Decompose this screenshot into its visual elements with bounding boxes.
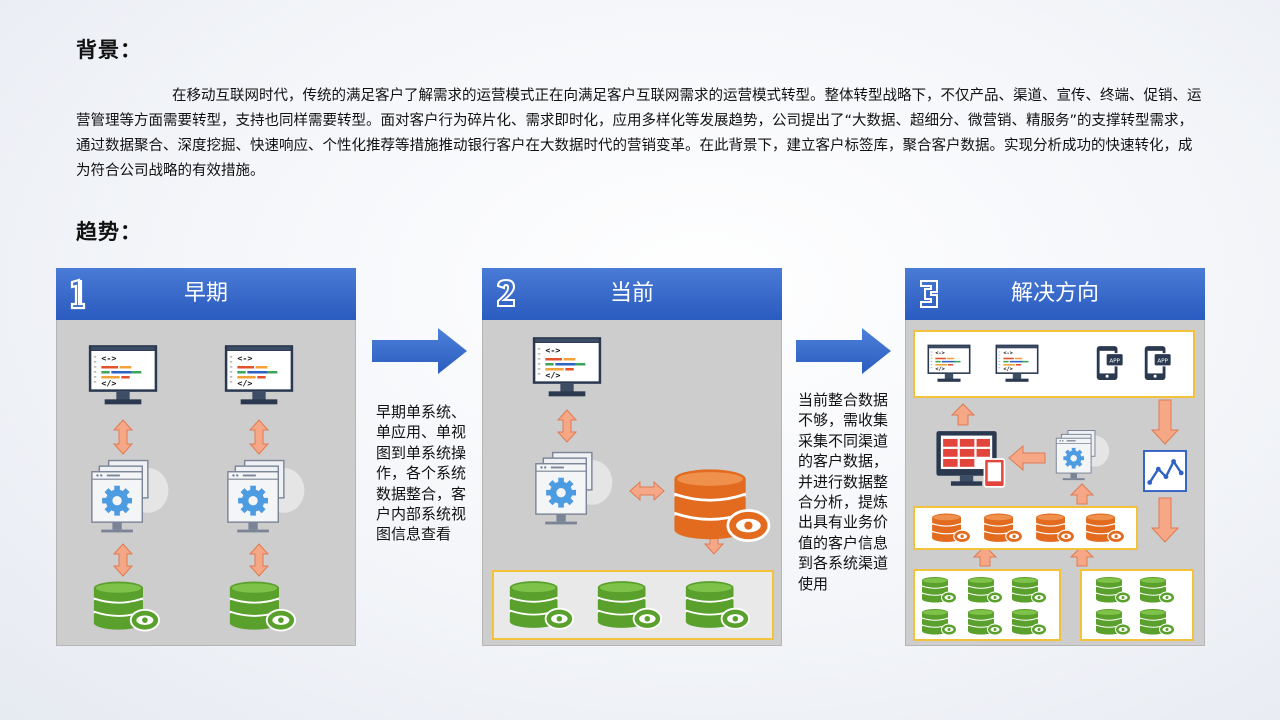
background-heading: 背景： (76, 38, 142, 62)
flow-arrow-2 (796, 328, 892, 374)
line-chart-icon (1143, 450, 1187, 492)
panel-solution-diagram (913, 330, 1195, 641)
gear-server-icon (1055, 430, 1110, 481)
current-description: 当前整合数据不够，需收集采集不同渠道的客户数据，并进行数据整合分析，提炼出具有业… (798, 391, 889, 593)
panel-early-diagram (88, 345, 306, 632)
panel-current-title: 当前 (609, 281, 654, 306)
panel-solution-header: 解决方向 (905, 268, 1205, 320)
bidirectional-arrow-icon (248, 543, 270, 577)
dashboard-display-icon (935, 430, 1006, 488)
panel-solution: 解决方向 (905, 268, 1205, 646)
number-3-icon (920, 280, 938, 308)
bidirectional-arrow-icon (112, 543, 134, 577)
number-1-icon (70, 278, 86, 310)
early-description: 早期单系统、单应用、单视图到单系统操作，各个系统数据整合，客户内部系统视图信息查… (376, 403, 467, 544)
panel-early-header: 早期 (56, 268, 356, 320)
panel-current-diagram (492, 337, 774, 640)
panel-early: 早期 (56, 268, 356, 646)
bidirectional-arrow-icon (248, 419, 270, 455)
code-monitor-icon (224, 345, 294, 405)
green-database-icon (92, 580, 160, 632)
panel-early-title: 早期 (183, 281, 228, 306)
trend-heading: 趋势： (76, 220, 142, 244)
orange-database-icon (672, 468, 771, 542)
gear-server-icon (91, 459, 170, 534)
code-monitor-icon (532, 337, 602, 397)
bidirectional-arrow-icon (112, 419, 134, 455)
green-database-icon (228, 580, 296, 632)
panel-current-header: 当前 (482, 268, 782, 320)
number-2-icon (496, 278, 516, 307)
flow-arrow-1 (372, 328, 468, 374)
gear-server-icon (227, 459, 306, 534)
gear-server-icon (535, 451, 614, 526)
panel-current: 当前 (482, 268, 782, 646)
panel-solution-title: 解决方向 (1010, 281, 1099, 306)
code-monitor-icon (88, 345, 158, 405)
background-paragraph: 在移动互联网时代，传统的满足客户了解需求的运营模式正在向满足客户互联网需求的运营… (76, 88, 1202, 179)
